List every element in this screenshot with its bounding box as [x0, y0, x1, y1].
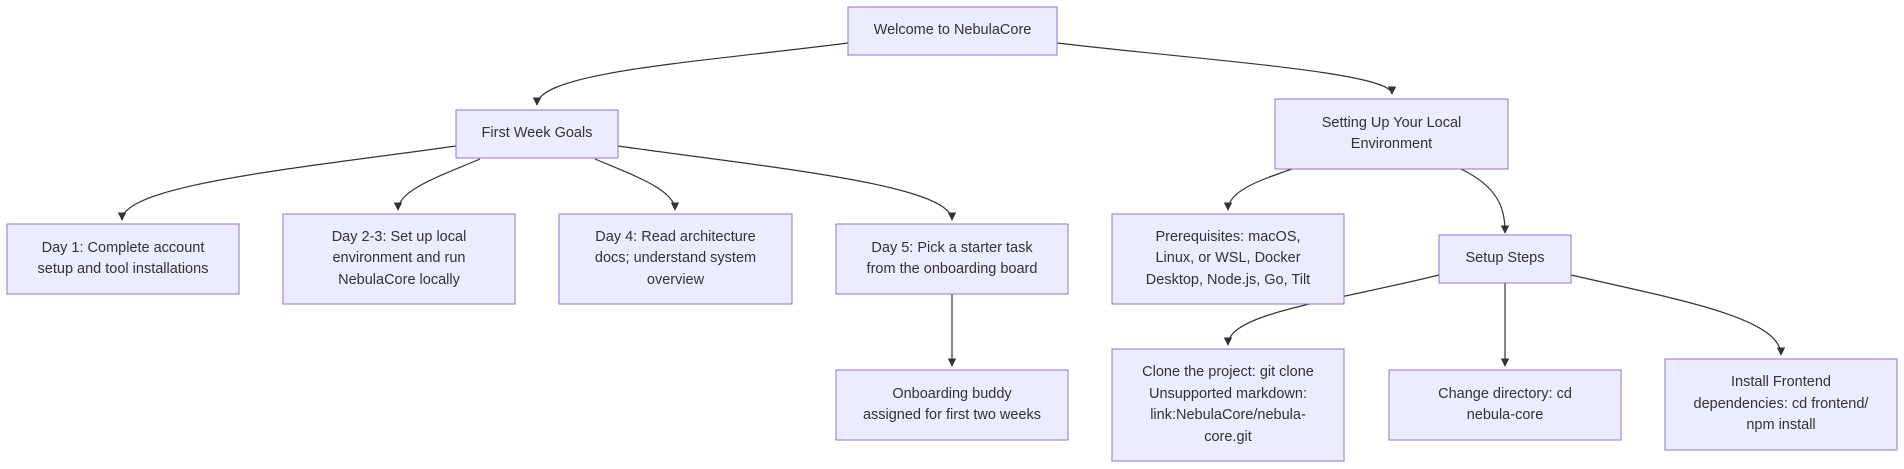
node-setup-steps: Setup Steps [1465, 250, 1545, 267]
node-buddy: Onboarding buddy assigned for first two … [862, 385, 1042, 424]
node-box-cd [1388, 369, 1622, 441]
node-day4: Day 4: Read architecture docs; understan… [594, 228, 757, 288]
edge-setup-env-setup-steps [1460, 168, 1510, 234]
edges [117, 42, 1786, 367]
edge-welcome-setup-env [1056, 42, 1397, 95]
edge-welcome-first-week-goals [532, 42, 849, 106]
edge-goals-day23 [393, 158, 481, 211]
edge-setup-steps-frontend [1570, 274, 1786, 356]
node-box-welcome [847, 6, 1058, 56]
edge-goals-day1 [117, 145, 457, 221]
node-box-buddy [835, 369, 1069, 441]
node-box-setup-env [1274, 98, 1509, 170]
node-boxes [6, 6, 1898, 462]
node-box-clone [1111, 348, 1345, 462]
node-cd: Change directory: cd nebula-core [1438, 385, 1572, 424]
edge-setup-steps-clone [1223, 274, 1440, 346]
node-day5: Day 5: Pick a starter task from the onbo… [866, 239, 1038, 278]
node-frontend: Install Frontend dependencies: cd fronte… [1693, 374, 1869, 434]
node-day23: Day 2-3: Set up local environment and ru… [331, 228, 467, 288]
node-prereqs: Prerequisites: macOS, Linux, or WSL, Doc… [1145, 228, 1311, 288]
node-box-setup-steps [1438, 234, 1572, 284]
node-clone: Clone the project: git clone Unsupported… [1142, 364, 1314, 445]
node-setup-env: Setting Up Your Local Environment [1321, 114, 1462, 153]
edge-goals-day4 [594, 158, 680, 211]
node-box-day23 [282, 213, 516, 305]
edge-goals-day5 [617, 145, 957, 221]
node-day1: Day 1: Complete account setup and tool i… [37, 239, 209, 278]
node-box-prereqs [1111, 213, 1345, 305]
node-first-week-goals: First Week Goals [481, 125, 593, 142]
node-box-frontend [1664, 358, 1898, 451]
node-box-day4 [558, 213, 793, 305]
node-box-first-week-goals [455, 109, 619, 159]
edge-setup-env-prereqs [1223, 168, 1293, 211]
node-box-day1 [6, 223, 240, 295]
node-welcome: Welcome to NebulaCore [873, 22, 1032, 39]
node-box-day5 [835, 223, 1069, 295]
